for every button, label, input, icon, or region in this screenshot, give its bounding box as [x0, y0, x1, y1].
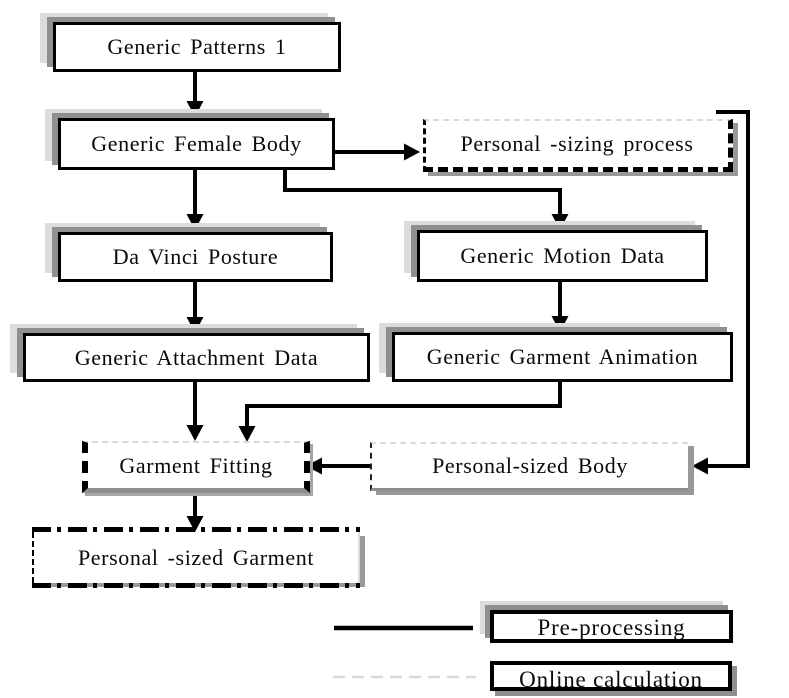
- node-generic-attachment-data-label: Generic Attachment Data: [74, 344, 319, 370]
- node-generic-patterns: Generic Patterns 1: [53, 22, 341, 72]
- node-garment-fitting-label: Garment Fitting: [119, 452, 273, 478]
- node-garment-fitting: Garment Fitting: [82, 441, 310, 493]
- arrowhead: [186, 214, 204, 230]
- node-personal-sized-garment: Personal -sized Garment: [32, 527, 360, 588]
- node-personal-sized-body-label: Personal-sized Body: [432, 453, 628, 478]
- arrowhead: [551, 214, 569, 230]
- node-generic-female-body: Generic Female Body: [58, 118, 335, 170]
- node-generic-female-body-label: Generic Female Body: [91, 131, 302, 156]
- legend-pre-processing-box: Pre-processing: [490, 610, 733, 643]
- node-da-vinci-posture-label: Da Vinci Posture: [112, 244, 279, 269]
- edge-animation-to-fitting: [245, 382, 562, 426]
- node-generic-motion-data: Generic Motion Data: [417, 230, 708, 282]
- legend-pre-processing-label: Pre-processing: [537, 615, 686, 640]
- arrowhead: [238, 426, 256, 442]
- node-personal-sizing-process-label: Personal -sizing process: [460, 131, 694, 156]
- arrowhead: [186, 101, 204, 117]
- arrowhead: [404, 143, 420, 161]
- node-personal-sized-garment-label: Personal -sized Garment: [77, 544, 315, 570]
- node-da-vinci-posture: Da Vinci Posture: [58, 232, 333, 282]
- node-personal-sizing-process: Personal -sizing process: [423, 119, 733, 172]
- arrowhead: [692, 457, 708, 475]
- node-generic-garment-animation: Generic Garment Animation: [392, 332, 733, 382]
- node-generic-attachment-data: Generic Attachment Data: [23, 333, 370, 382]
- arrowhead: [186, 425, 204, 441]
- node-generic-motion-data-label: Generic Motion Data: [460, 243, 665, 268]
- arrowhead: [551, 316, 569, 332]
- node-generic-garment-animation-label: Generic Garment Animation: [426, 344, 699, 369]
- legend-online-calculation-box: Online calculation: [490, 661, 732, 691]
- node-generic-patterns-label: Generic Patterns 1: [107, 34, 287, 59]
- edge-female-body-to-motion-data: [283, 170, 562, 214]
- node-personal-sized-body: Personal-sized Body: [370, 442, 688, 491]
- legend-online-calculation-label: Online calculation: [519, 667, 703, 691]
- arrowhead: [186, 317, 204, 333]
